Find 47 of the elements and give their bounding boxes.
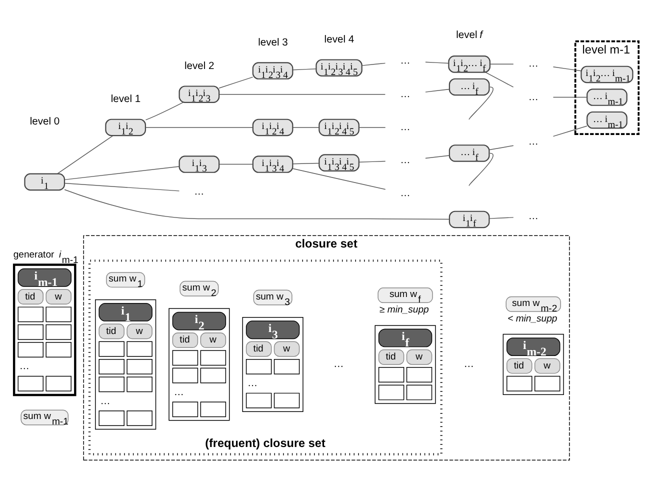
node-text: … [400, 122, 410, 133]
label: level 4 [324, 34, 354, 46]
node-text: … [400, 155, 410, 166]
connector [552, 126, 588, 137]
connector [425, 155, 450, 159]
connector [292, 68, 317, 70]
connector [358, 160, 386, 162]
node-text: … [528, 58, 538, 70]
node-text: … [194, 186, 204, 198]
connector [490, 64, 514, 65]
connector [358, 127, 386, 128]
node-text: … [400, 188, 410, 200]
connector [218, 164, 254, 165]
label: level f [456, 30, 483, 42]
label: level 1 [110, 94, 141, 106]
node-label: ≥ min_supp [380, 304, 429, 316]
connector [552, 96, 588, 98]
connector [145, 102, 184, 120]
connector [292, 162, 320, 164]
node-text: … [528, 136, 538, 148]
connector [468, 86, 494, 120]
connector [425, 62, 449, 64]
label: level 3 [258, 38, 288, 49]
connector [292, 168, 386, 190]
label: … [334, 359, 344, 370]
connector [362, 62, 386, 66]
connector [489, 145, 514, 150]
connector [218, 94, 386, 95]
connector [468, 152, 494, 186]
node-text: … [528, 92, 538, 103]
connector [425, 88, 450, 92]
connector [64, 166, 180, 180]
label: level 0 [30, 116, 60, 128]
connector [485, 72, 514, 88]
node-text: … [528, 211, 538, 222]
node-label: < min_supp [508, 313, 558, 324]
node-text: … [400, 88, 410, 100]
connector [489, 217, 514, 219]
connector [292, 127, 320, 128]
connector [57, 135, 114, 174]
connector [64, 182, 180, 192]
connector [64, 189, 450, 220]
label: level 2 [184, 61, 214, 72]
node-text: … [400, 56, 410, 67]
connector [218, 76, 254, 88]
connector [145, 127, 254, 128]
label: … [464, 359, 474, 370]
